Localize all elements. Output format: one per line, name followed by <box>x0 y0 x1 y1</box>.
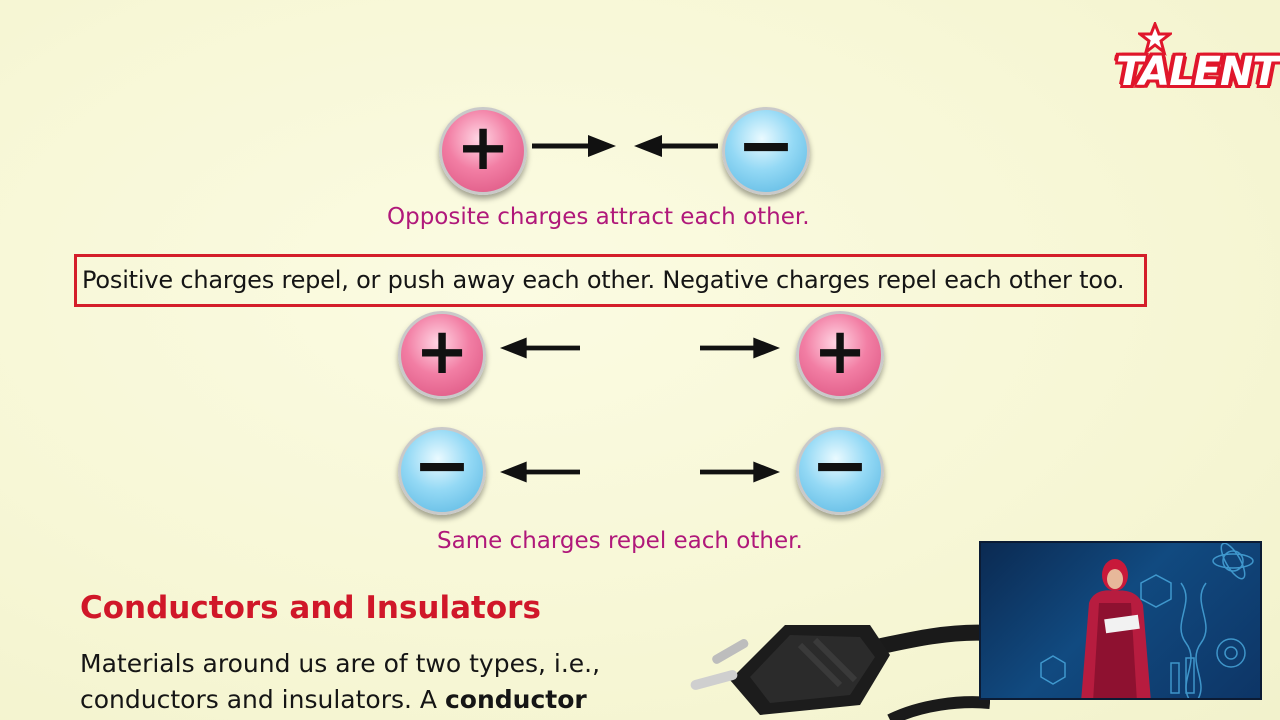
minus-charge-icon: − <box>810 424 870 506</box>
plus-charge-icon: + <box>415 315 469 389</box>
talent-logo: TALENT <box>1112 22 1280 100</box>
conductor-term: conductor <box>444 685 587 714</box>
presenter-figure <box>1081 559 1151 698</box>
logo-star-icon <box>1138 22 1172 56</box>
logo-text: TALENT <box>1116 49 1280 95</box>
arrow-right-icon <box>532 135 616 157</box>
minus-charge-icon: − <box>736 104 796 186</box>
plus-charge-icon: + <box>456 111 510 185</box>
attract-caption: Opposite charges attract each other. <box>387 204 810 230</box>
paragraph-line-1: Materials around us are of two types, i.… <box>80 649 601 678</box>
positive-charge-ball: + <box>439 107 527 195</box>
section-paragraph: Materials around us are of two types, i.… <box>80 646 720 718</box>
repel-caption: Same charges repel each other. <box>437 528 803 554</box>
positive-charge-ball-right: + <box>796 311 884 399</box>
paragraph-line-2-text: conductors and insulators. A <box>80 685 445 714</box>
minus-charge-icon: − <box>412 424 472 506</box>
arrow-left-icon <box>500 337 580 359</box>
negative-charge-ball-right: − <box>796 427 884 515</box>
plus-charge-icon: + <box>813 315 867 389</box>
presenter-video <box>979 541 1262 700</box>
section-heading: Conductors and Insulators <box>80 590 541 626</box>
presenter-video-illustration <box>1040 543 1254 698</box>
arrow-right-icon <box>700 461 780 483</box>
highlighted-statement: Positive charges repel, or push away eac… <box>74 254 1147 307</box>
arrow-left-icon <box>634 135 718 157</box>
arrow-left-icon <box>500 461 580 483</box>
arrow-right-icon <box>700 337 780 359</box>
positive-charge-ball-left: + <box>398 311 486 399</box>
negative-charge-ball: − <box>722 107 810 195</box>
paragraph-line-2: conductors and insulators. A conductor <box>80 682 720 718</box>
negative-charge-ball-left: − <box>398 427 486 515</box>
electric-plug-image <box>690 624 990 720</box>
